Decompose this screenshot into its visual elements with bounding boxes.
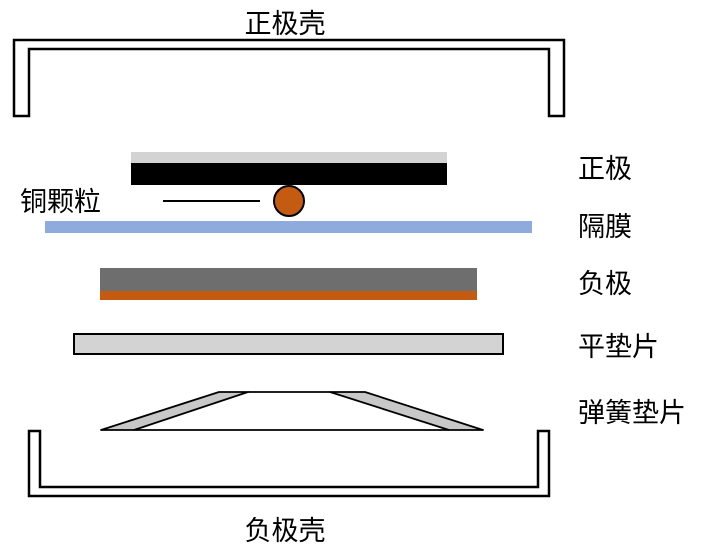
- negative-electrode: [100, 268, 477, 300]
- negative-case: [27, 429, 551, 498]
- positive-electrode-label: 正极: [578, 154, 632, 185]
- negative-electrode-body: [100, 268, 477, 291]
- negative-electrode-copper-layer: [100, 291, 477, 300]
- positive-electrode: [131, 152, 447, 185]
- separator: [45, 221, 532, 233]
- spring-gasket-left-arm: [100, 391, 249, 431]
- positive-electrode-top-layer: [131, 152, 447, 163]
- flat-gasket: [73, 333, 504, 355]
- copper-particle: [273, 185, 305, 217]
- flat-gasket-label: 平垫片: [578, 332, 659, 363]
- copper-particle-label: 铜颗粒: [20, 187, 101, 218]
- positive-electrode-body: [131, 163, 447, 185]
- positive-case-label: 正极壳: [245, 9, 326, 40]
- spring-gasket-label: 弹簧垫片: [578, 398, 686, 429]
- separator-label: 隔膜: [578, 212, 632, 243]
- spring-gasket: [100, 391, 484, 431]
- negative-electrode-label: 负极: [578, 269, 632, 300]
- spring-gasket-right-arm: [329, 391, 484, 431]
- positive-case: [12, 38, 566, 118]
- negative-case-label: 负极壳: [245, 516, 326, 547]
